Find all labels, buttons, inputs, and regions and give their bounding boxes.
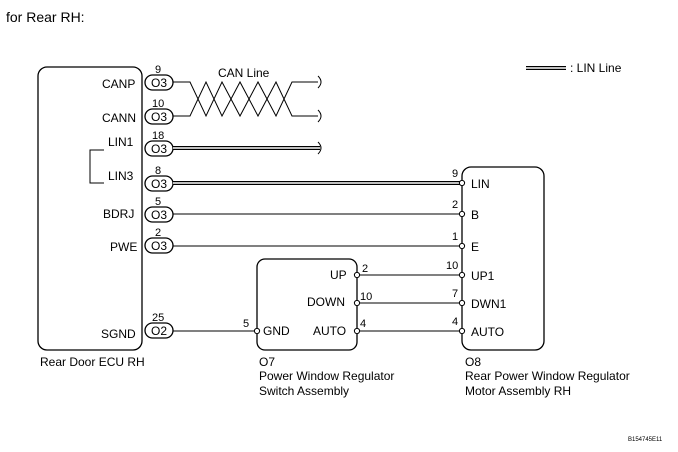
can-line-label: CAN Line [218,66,270,80]
ecu-pin-number: 2 [155,227,161,239]
motor-name-line2: Motor Assembly RH [465,384,571,398]
ecu-pin-label-lin3: LIN3 [108,169,134,183]
svg-text:O3: O3 [151,239,167,253]
legend: : LIN Line [526,61,622,75]
ecu-pin-number: 25 [152,312,164,324]
switch-pin-number: 10 [360,291,372,303]
ecu-pin-label-lin1: LIN1 [108,135,134,149]
ecu-pin-label-cann: CANN [102,111,136,125]
motor-id: O8 [465,355,481,369]
page-title: for Rear RH: [6,9,85,25]
motor-pin-label-b: B [471,208,479,222]
motor-pin-label-up1: UP1 [471,269,495,283]
switch-name-line2: Switch Assembly [259,384,349,398]
motor-terminals [458,179,466,335]
svg-text:O2: O2 [151,324,167,338]
ecu-pin-label-bdrj: BDRJ [103,207,134,221]
connector-o3-lin3: O3 [144,175,174,192]
ecu-pin-number: 9 [155,64,161,76]
svg-text:O3: O3 [151,142,167,156]
ecu-lin-bracket [89,149,104,184]
motor-pin-number: 7 [452,288,458,300]
connector-o3-bdrj: O3 [144,206,174,223]
motor-pin-number: 2 [452,199,458,211]
ecu-pin-label-sgnd: SGND [101,327,136,341]
motor-pin-number: 10 [446,260,458,272]
motor-box [461,166,545,351]
switch-pin-label-gnd: GND [263,324,290,338]
ecu-pin-label-canp: CANP [102,77,135,91]
motor-pin-label-dwn1: DWN1 [471,297,507,311]
switch-terminals [253,271,361,335]
connector-o3-lin1: O3 [144,140,174,157]
ecu-pin-number: 10 [152,98,164,110]
svg-text:O3: O3 [151,110,167,124]
lin1-line [173,141,322,155]
connector-o3-pwe: O3 [144,237,174,254]
ecu-box [37,66,143,351]
switch-pin-number: 5 [243,318,249,330]
switch-pin-label-up: UP [330,268,347,282]
connector-o3-cann: O3 [144,108,174,125]
legend-label: : LIN Line [570,61,622,75]
switch-id: O7 [259,355,275,369]
switch-pin-number: 4 [360,318,366,330]
connector-o3-canp: O3 [144,74,174,91]
motor-pin-label-e: E [471,240,479,254]
motor-pin-number: 4 [452,316,458,328]
switch-name-line1: Power Window Regulator [259,369,394,383]
switch-pin-label-down: DOWN [307,295,345,309]
svg-text:O3: O3 [151,177,167,191]
switch-pin-label-auto: AUTO [313,324,346,338]
ecu-pin-number: 8 [155,165,161,177]
connector-o2-sgnd: O2 [144,322,174,339]
ecu-pin-number: 5 [155,196,161,208]
figure-code: B154745E11 [628,437,663,443]
motor-pin-number: 9 [452,168,458,180]
motor-pin-number: 1 [452,231,458,243]
ecu-name: Rear Door ECU RH [40,355,145,369]
motor-pin-label-lin: LIN [471,177,490,191]
motor-name-line1: Rear Power Window Regulator [465,369,630,383]
can-line-twisted-pair [173,75,322,123]
svg-text:O3: O3 [151,76,167,90]
motor-pin-label-auto: AUTO [471,325,504,339]
ecu-pin-label-pwe: PWE [110,240,137,254]
svg-text:O3: O3 [151,208,167,222]
ecu-pin-number: 18 [152,130,164,142]
switch-pin-number: 2 [362,263,368,275]
